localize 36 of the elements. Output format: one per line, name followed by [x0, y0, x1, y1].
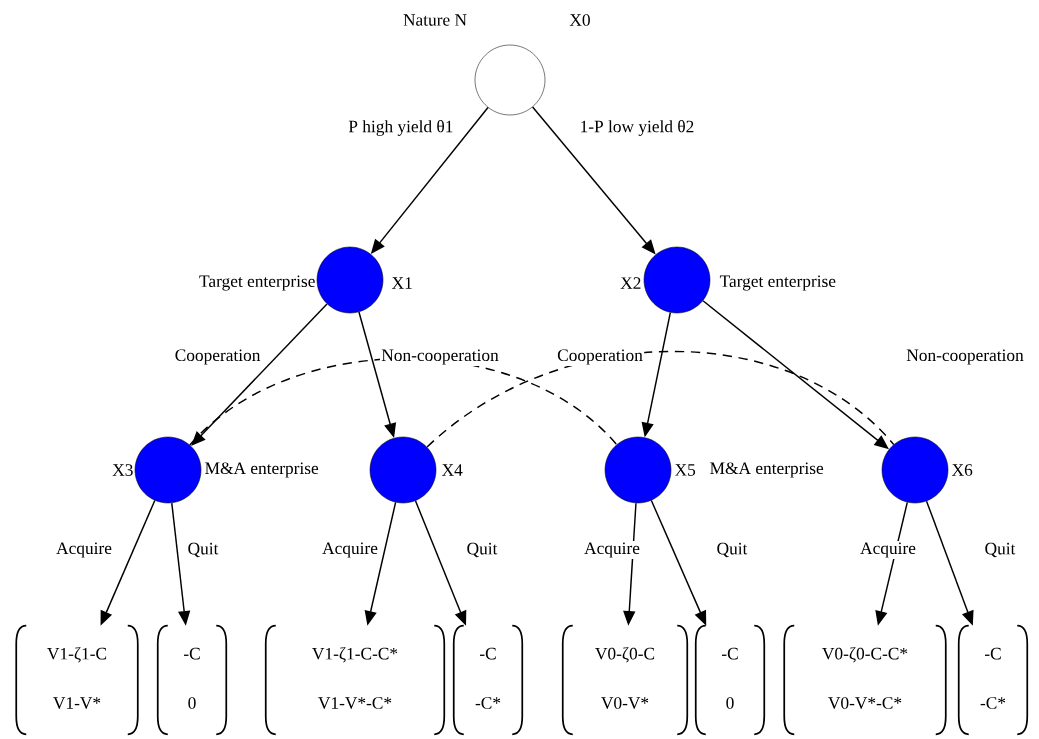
payoff-vector: V0-ζ0-C V0-V* [561, 624, 689, 736]
payoff-vector: -C -C* [957, 624, 1029, 736]
edge-label: Cooperation [555, 348, 645, 366]
information-set-line [426, 350, 895, 448]
node-label: X4 [442, 464, 463, 476]
edge-label: P high yield θ1 [347, 118, 455, 138]
node-label: X2 [620, 277, 641, 289]
edge-label: Quit [715, 541, 749, 559]
payoff-vector: -C -C* [452, 624, 524, 736]
edge-label: Acquire [858, 541, 918, 559]
edge-label: Acquire [320, 541, 380, 559]
edge-label: Quit [983, 541, 1017, 559]
edge-label: Quit [465, 541, 499, 559]
edge-label: Non-cooperation [904, 348, 1026, 366]
payoff-vector: V1-ζ1-C-C* V1-V*-C* [264, 624, 446, 736]
edge-label: Acquire [54, 541, 114, 559]
node-label: Target enterprise [719, 275, 836, 291]
payoff-vector: V0-ζ0-C-C* V0-V*-C* [783, 624, 947, 736]
node-label: X5 [675, 464, 696, 476]
node-label: Target enterprise [199, 275, 315, 291]
payoff-vector: -C 0 [156, 624, 228, 736]
node-label: X1 [392, 277, 412, 289]
node-label: X6 [952, 464, 973, 476]
arrow [191, 303, 328, 446]
node-label: X3 [112, 464, 133, 476]
edge-label: Acquire [582, 541, 642, 559]
payoff-vector: V1-ζ1-C V1-V* [15, 624, 139, 736]
node-label: M&A enterprise [710, 462, 824, 478]
edge-label: Quit [186, 541, 220, 559]
node-label: M&A enterprise [205, 462, 319, 478]
edge-label: 1-P low yield θ2 [578, 118, 696, 138]
node-label: X0 [569, 14, 590, 26]
edge-label: Non-cooperation [379, 348, 501, 366]
edge-label: Cooperation [173, 348, 262, 366]
node-label: Nature N [403, 14, 467, 26]
payoff-vector: -C 0 [694, 624, 766, 736]
